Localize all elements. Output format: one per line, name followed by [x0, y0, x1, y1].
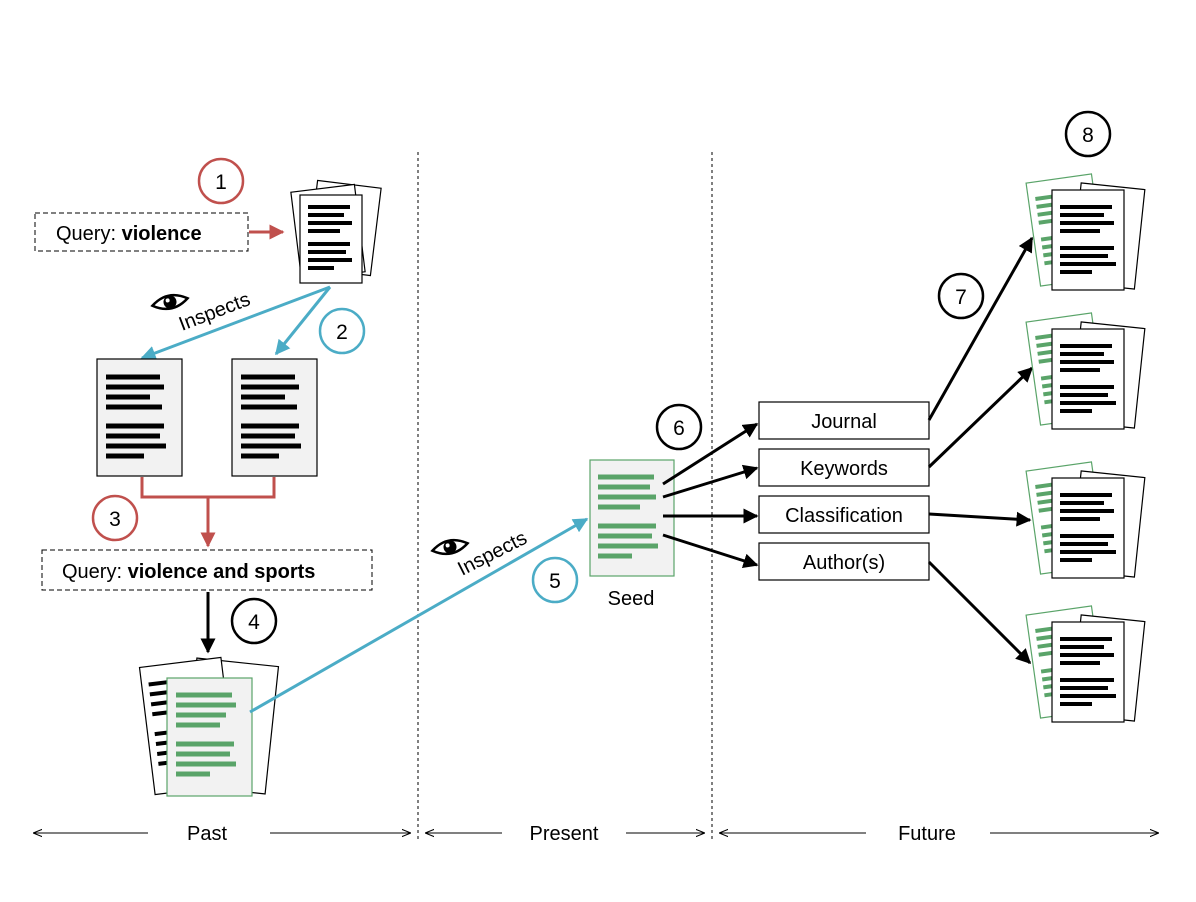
timeline-present: Present — [530, 823, 599, 845]
step-4-number: 4 — [248, 611, 260, 634]
classification-to-results-arrow — [928, 511, 1032, 527]
result-stack-1 — [1025, 173, 1146, 291]
query-2-box — [41, 549, 373, 591]
step-1-circle — [197, 157, 245, 205]
eye-icon — [430, 538, 470, 556]
step-8-circle — [1064, 110, 1112, 158]
step-7-number: 7 — [955, 286, 967, 309]
step-3-number: 3 — [109, 508, 121, 531]
step-5-number: 5 — [549, 570, 561, 593]
result-stack-2 — [1025, 312, 1146, 430]
step-6-circle — [655, 403, 703, 451]
query-1-text: Query: violence — [56, 223, 202, 245]
step-2-number: 2 — [336, 321, 348, 344]
step-5-circle — [531, 556, 579, 604]
inspect-arrow-left — [140, 285, 331, 361]
journal-to-results-arrow — [927, 236, 1034, 421]
seed-to-journal-arrow — [662, 422, 759, 486]
seed-document-icon — [589, 459, 675, 577]
step-8-number: 8 — [1082, 124, 1094, 147]
authors-to-results-arrow — [927, 560, 1032, 665]
step-2-circle — [318, 307, 366, 355]
seed-label: Seed — [608, 588, 655, 610]
query-2-text: Query: violence and sports — [62, 561, 315, 583]
step-4-circle — [230, 597, 278, 645]
seed-to-authors-arrow — [662, 533, 759, 569]
result-stack-4 — [1025, 605, 1146, 723]
document-stack-icon — [290, 179, 382, 284]
document-icon — [231, 358, 318, 477]
merge-bracket — [140, 477, 276, 499]
classification-label: Classification — [785, 505, 903, 527]
seed-to-keywords-arrow — [662, 464, 759, 499]
step-6-number: 6 — [673, 417, 685, 440]
query-1-box — [34, 212, 249, 252]
authors-box — [758, 542, 930, 581]
document-stack-icon — [138, 656, 280, 797]
step-7-circle — [937, 272, 985, 320]
eye-icon — [150, 293, 190, 311]
timeline-future: Future — [898, 823, 956, 845]
journal-label: Journal — [811, 411, 877, 433]
keywords-to-results-arrow — [927, 366, 1034, 469]
future-results — [1025, 173, 1146, 723]
step-3-circle — [91, 494, 139, 542]
keywords-label: Keywords — [800, 458, 888, 480]
keywords-box — [758, 448, 930, 487]
timeline-past: Past — [187, 823, 227, 845]
seed-inspect-arrow — [249, 517, 589, 714]
document-icon — [96, 358, 183, 477]
journal-box — [758, 401, 930, 440]
authors-label: Author(s) — [803, 552, 885, 574]
result-stack-3 — [1025, 461, 1146, 579]
inspect-arrow-right — [274, 286, 332, 356]
inspects-label-1: Inspects — [176, 288, 253, 335]
step-1-number: 1 — [215, 171, 227, 194]
classification-box — [758, 495, 930, 534]
